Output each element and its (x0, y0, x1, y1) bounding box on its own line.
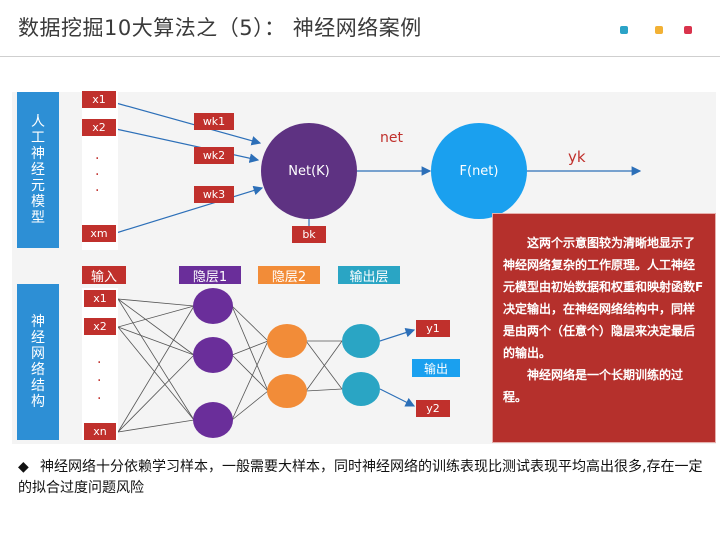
output-yk: yk (568, 148, 586, 166)
structure-input-column (82, 288, 118, 440)
weight-wk3: wk3 (194, 186, 234, 203)
edge-x2-net (115, 128, 260, 163)
structure-output-y1: y1 (416, 320, 450, 337)
header-hidden1: 隐层1 (179, 266, 241, 285)
ellipsis-dot: · (97, 373, 102, 389)
structure-input-x1: x1 (84, 290, 116, 307)
explanation-note: 这两个示意图较为清晰地显示了神经网络复杂的工作原理。人工神经元模型由初始数据和权… (492, 213, 716, 443)
ellipsis-dot: · (95, 167, 100, 183)
structure-input-xn: xn (84, 423, 116, 440)
weight-wk1: wk1 (194, 113, 234, 130)
model-input-x1: x1 (82, 91, 116, 108)
bullet-point: ◆神经网络十分依赖学习样本，一般需要大样本，同时神经网络的训练表现比测试表现平均… (18, 457, 708, 499)
edge-xm-net (115, 185, 264, 234)
structure-output-label: 输出 (412, 359, 460, 377)
f-node-label: F(net) (459, 163, 499, 179)
header-hidden2: 隐层2 (258, 266, 320, 285)
model-input-xm: xm (82, 225, 116, 242)
output-node (342, 372, 380, 406)
structure-input-x2: x2 (84, 318, 116, 335)
edge-out1-y1 (379, 328, 416, 342)
accent-dot-red (684, 26, 692, 34)
bias-bk: bk (292, 226, 326, 243)
net-node-label: Net(K) (288, 163, 330, 179)
ellipsis-dot: · (95, 151, 100, 167)
ellipsis-dot: · (95, 183, 100, 199)
weight-wk2: wk2 (194, 147, 234, 164)
model-input-x2: x2 (82, 119, 116, 136)
hidden2-node (267, 374, 307, 408)
structure-output-y2: y2 (416, 400, 450, 417)
accent-dot-teal (620, 26, 628, 34)
model-side-label: 人工神经元模型 (17, 92, 59, 248)
header-divider (0, 56, 720, 57)
note-paragraph-2: 神经网络是一个长期训练的过程。 (503, 368, 684, 404)
structure-side-label: 神经网络结构 (17, 284, 59, 440)
header-output-layer: 输出层 (338, 266, 400, 285)
hidden1-node (193, 402, 233, 438)
net-label: net (380, 130, 403, 146)
ellipsis-dot: · (97, 391, 102, 407)
slide-title: 数据挖掘10大算法之（5）： 神经网络案例 (18, 16, 422, 40)
edge-x1-net (115, 102, 262, 146)
output-node (342, 324, 380, 358)
net-node (261, 123, 357, 219)
edge-out2-y2 (379, 388, 416, 407)
bullet-text: 神经网络十分依赖学习样本，一般需要大样本，同时神经网络的训练表现比测试表现平均高… (18, 459, 703, 496)
hidden1-node (193, 288, 233, 324)
note-paragraph-1: 这两个示意图较为清晰地显示了神经网络复杂的工作原理。人工神经元模型由初始数据和权… (503, 236, 704, 360)
hidden2-node (267, 324, 307, 358)
f-node (431, 123, 527, 219)
header-input: 输入 (82, 266, 126, 285)
accent-dot-yellow (655, 26, 663, 34)
model-input-column (82, 90, 118, 250)
hidden1-node (193, 337, 233, 373)
diamond-bullet-icon: ◆ (18, 459, 29, 475)
ellipsis-dot: · (97, 355, 102, 371)
